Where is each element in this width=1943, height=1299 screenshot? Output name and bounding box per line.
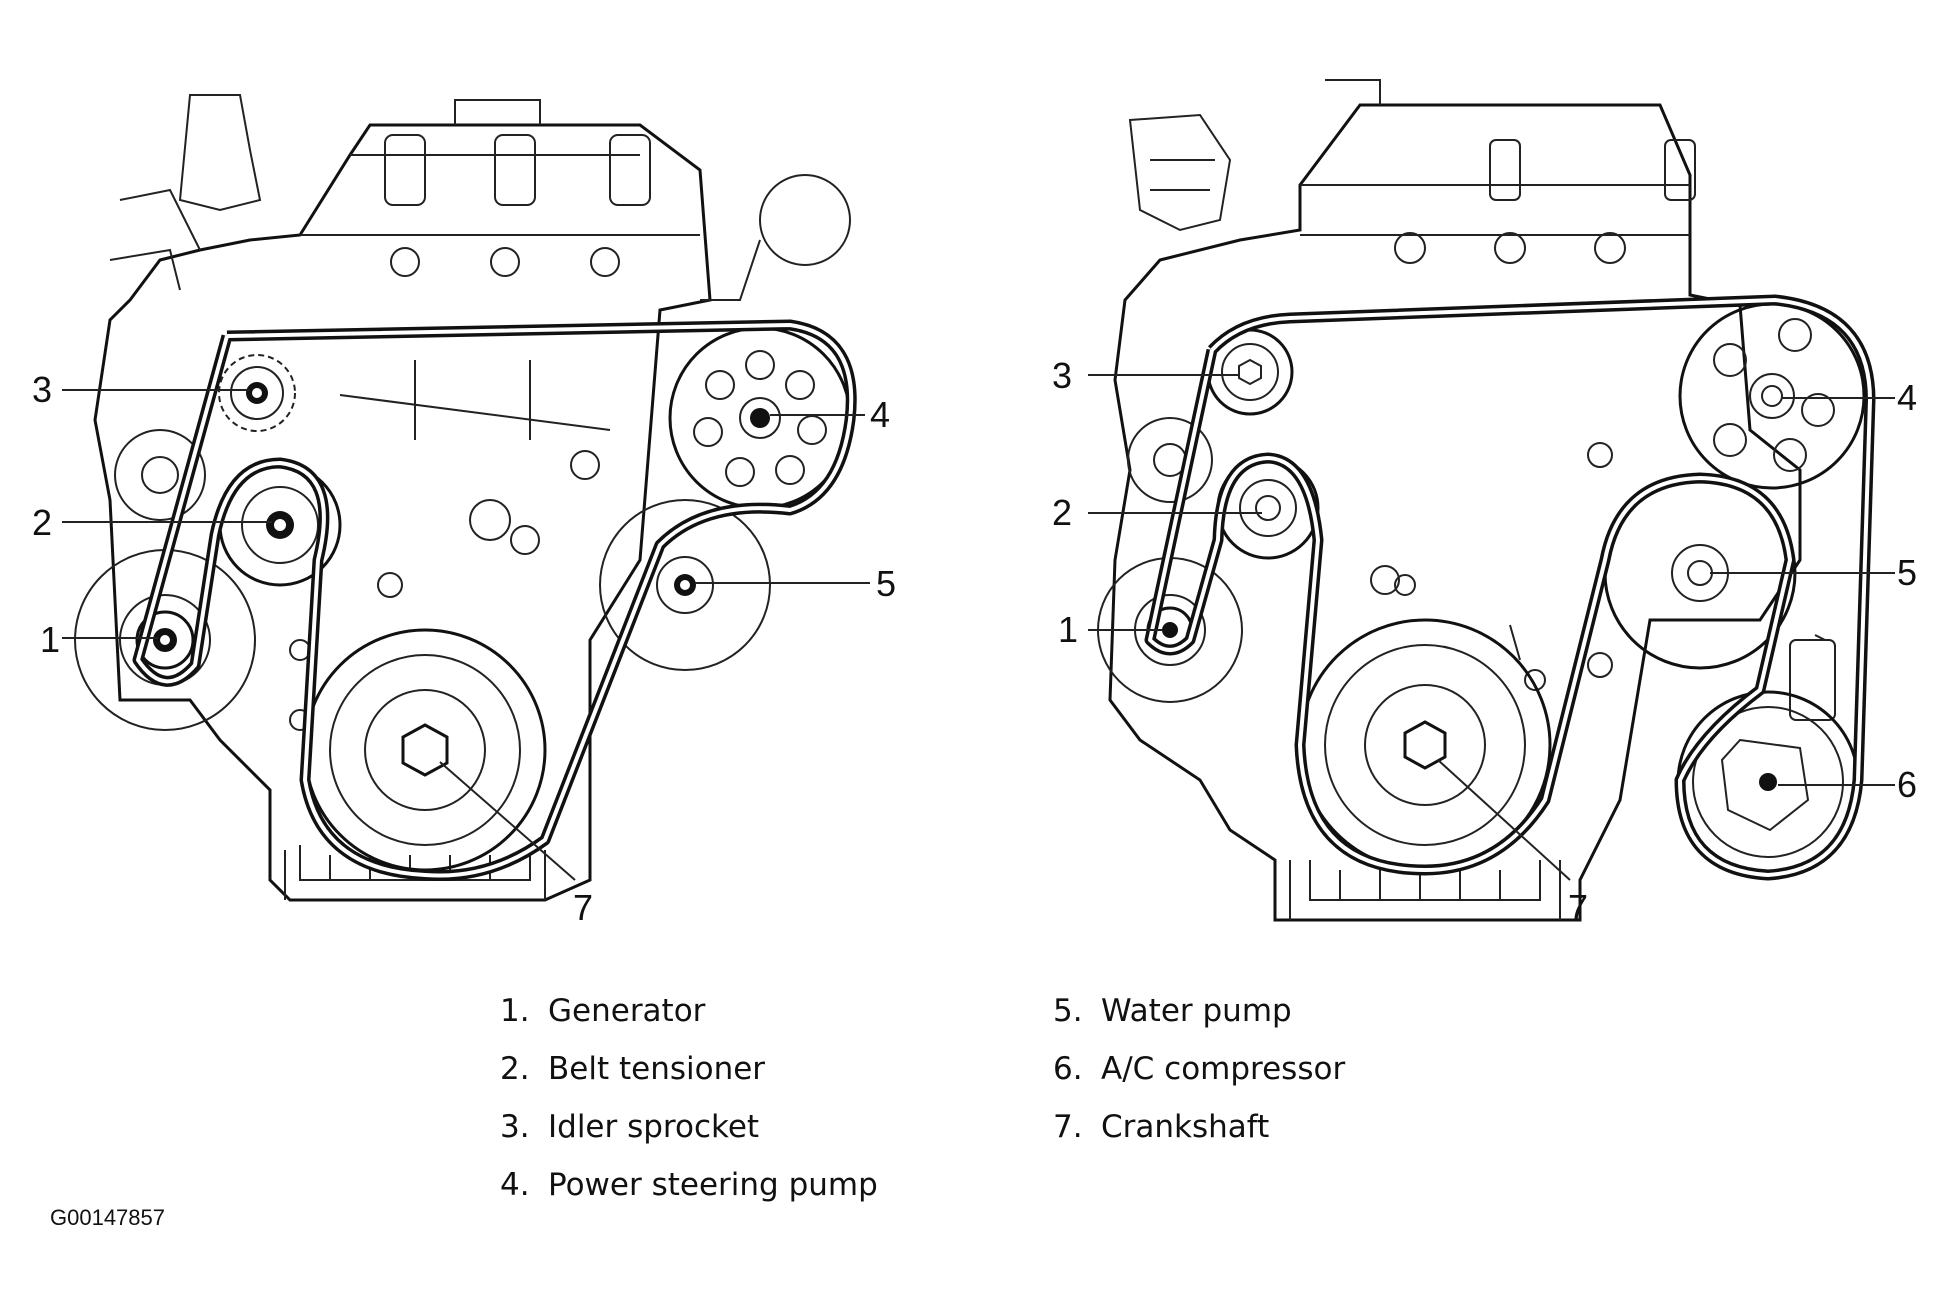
legend-item-crankshaft: 7. Crankshaft bbox=[1053, 1098, 1345, 1156]
right-callout-3: 3 bbox=[1052, 355, 1072, 396]
left-callout-7: 7 bbox=[573, 887, 593, 928]
legend-label: Idler sprocket bbox=[548, 1109, 760, 1145]
right-callout-1: 1 bbox=[1058, 609, 1078, 650]
left-callouts: 3 2 1 4 5 7 bbox=[32, 369, 896, 928]
legend-number: 5. bbox=[1053, 993, 1083, 1029]
figure-code: G00147857 bbox=[50, 1205, 165, 1230]
right-drive-belt bbox=[1144, 294, 1876, 881]
left-callout-2: 2 bbox=[32, 502, 52, 543]
right-callouts: 3 2 1 4 5 6 7 bbox=[1052, 355, 1917, 928]
legend-item-ac-compressor: 6. A/C compressor bbox=[1053, 1040, 1345, 1098]
legend-item-water-pump: 5. Water pump bbox=[1053, 982, 1345, 1040]
legend-left-column: 1. Generator 2. Belt tensioner 3. Idler spr… bbox=[500, 982, 878, 1214]
legend-right-column: 5. Water pump 6. A/C compressor 7. Cranksha… bbox=[1053, 982, 1345, 1156]
legend-number: 3. bbox=[500, 1109, 530, 1145]
left-callout-1: 1 bbox=[40, 619, 60, 660]
legend-item-idler-sprocket: 3. Idler sprocket bbox=[500, 1098, 878, 1156]
legend-label: Generator bbox=[548, 993, 706, 1029]
legend-number: 6. bbox=[1053, 1051, 1083, 1087]
legend-item-power-steering-pump: 4. Power steering pump bbox=[500, 1156, 878, 1214]
legend-number: 4. bbox=[500, 1167, 530, 1203]
left-callout-4: 4 bbox=[870, 394, 890, 435]
right-power-steering-pump-pulley bbox=[1678, 302, 1866, 490]
left-auxiliary-pulley bbox=[114, 429, 206, 521]
right-callout-7: 7 bbox=[1568, 887, 1588, 928]
legend-label: Belt tensioner bbox=[548, 1051, 766, 1087]
left-drive-belt bbox=[132, 319, 857, 882]
right-leader-lines bbox=[1088, 374, 1895, 881]
legend-number: 7. bbox=[1053, 1109, 1083, 1145]
legend-item-generator: 1. Generator bbox=[500, 982, 878, 1040]
legend-number: 1. bbox=[500, 993, 530, 1029]
legend-label: Crankshaft bbox=[1101, 1109, 1270, 1145]
right-callout-4: 4 bbox=[1897, 377, 1917, 418]
left-engine-block-outline bbox=[93, 94, 852, 902]
left-crankshaft-pulley bbox=[303, 628, 547, 872]
left-idler-sprocket bbox=[218, 354, 296, 432]
legend-label: Water pump bbox=[1101, 993, 1292, 1029]
legend-number: 2. bbox=[500, 1051, 530, 1087]
left-engine-view: 3 2 1 4 5 7 bbox=[32, 94, 896, 928]
legend-label: A/C compressor bbox=[1101, 1051, 1346, 1087]
left-leader-lines bbox=[62, 389, 870, 881]
left-water-pump-pulley bbox=[599, 499, 771, 671]
right-callout-6: 6 bbox=[1897, 764, 1917, 805]
right-callout-5: 5 bbox=[1897, 552, 1917, 593]
right-callout-2: 2 bbox=[1052, 492, 1072, 533]
legend-label: Power steering pump bbox=[548, 1167, 878, 1203]
right-engine-view: 3 2 1 4 5 6 7 bbox=[1052, 79, 1917, 928]
left-callout-5: 5 bbox=[876, 563, 896, 604]
left-callout-3: 3 bbox=[32, 369, 52, 410]
legend-item-belt-tensioner: 2. Belt tensioner bbox=[500, 1040, 878, 1098]
